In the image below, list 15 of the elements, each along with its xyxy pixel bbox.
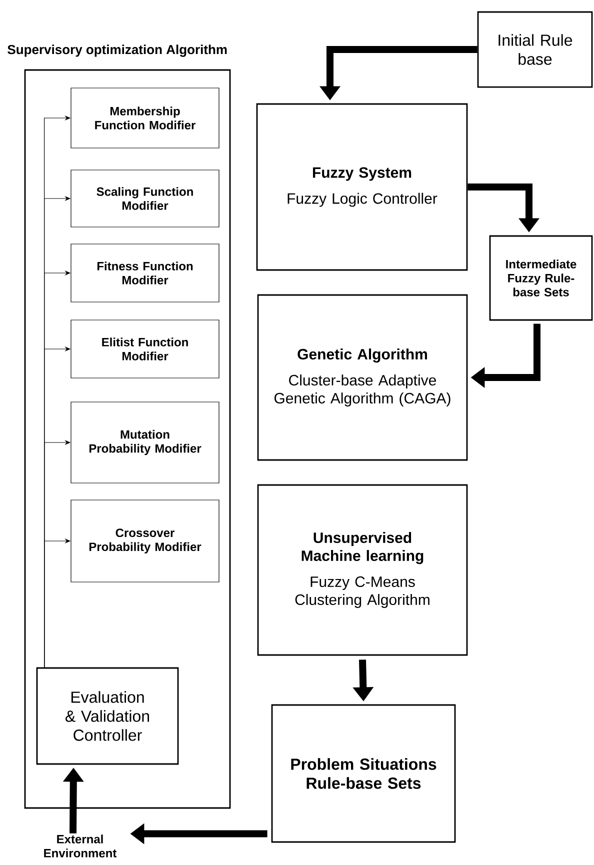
node-label: Supervisory optimization Algorithm [8, 44, 227, 57]
process-box: Unsupervised Machine learning Fuzzy C-Means Clustering Algorithm [257, 484, 468, 656]
modifier-box: Mutation Probability Modifier [70, 402, 220, 484]
modifier-box: Elitist Function Modifier [70, 320, 220, 378]
process-box: Intermediate Fuzzy Rule-base Sets [489, 235, 593, 321]
process-box: Problem Situations Rule-base Sets [271, 704, 456, 843]
modifier-box: Crossover Probability Modifier [70, 500, 220, 582]
modifier-box: Scaling Function Modifier [70, 170, 220, 228]
input-box: Initial Rule base [477, 11, 593, 88]
process-box: Fuzzy System Fuzzy Logic Controller [256, 103, 468, 271]
modifier-box: Fitness Function Modifier [70, 244, 220, 302]
environment-label: External Environment [44, 834, 117, 858]
controller-box: Evaluation & Validation Controller [36, 667, 179, 765]
process-box: Genetic Algorithm Cluster-base Adaptive Genetic Algorithm (CAGA) [257, 294, 468, 461]
modifier-box: Membership Function Modifier [70, 88, 220, 148]
